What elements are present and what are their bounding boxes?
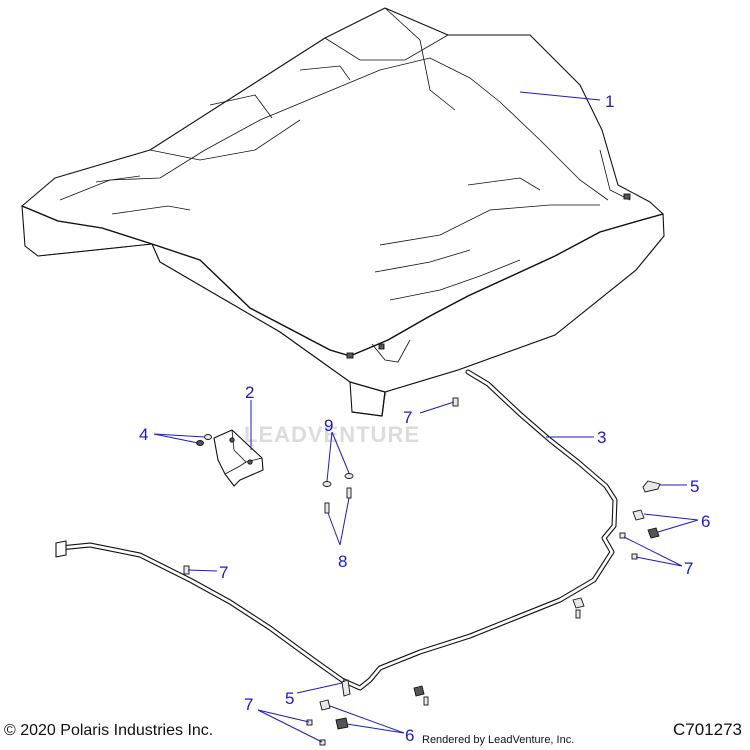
callout-7-left[interactable]: 7 <box>219 563 228 582</box>
clip-6-right[interactable] <box>632 509 660 539</box>
pin-7-bottom[interactable] <box>306 719 326 746</box>
leader-8b <box>339 497 350 546</box>
callout-8[interactable]: 8 <box>338 552 347 571</box>
bolt-5-bottom[interactable] <box>341 679 351 697</box>
bracket-part[interactable] <box>213 429 264 487</box>
leader-7-right-a <box>623 536 683 567</box>
callout-5-right[interactable]: 5 <box>690 477 699 496</box>
callout-7-bottom[interactable]: 7 <box>244 695 253 714</box>
leader-6a <box>643 513 699 521</box>
rendered-by-text: Rendered by LeadVenture, Inc. <box>422 734 575 746</box>
leader-4b <box>153 433 199 444</box>
leader-6d <box>346 723 405 734</box>
leader-6c <box>329 705 405 734</box>
roof-part[interactable] <box>21 7 665 417</box>
leader-7-bottom-a <box>257 709 310 723</box>
leader-9b <box>331 431 350 474</box>
hardware-group <box>183 397 661 746</box>
leader-7-bottom-b <box>257 709 323 743</box>
callout-7-right[interactable]: 7 <box>684 559 693 578</box>
pin-7-right[interactable] <box>619 532 638 560</box>
callout-6-right[interactable]: 6 <box>701 512 710 531</box>
leader-8a <box>327 512 341 546</box>
leader-7-top <box>419 401 455 414</box>
rear-seal-part[interactable] <box>339 369 618 691</box>
leader-6b <box>657 519 699 533</box>
clip-lower-mid[interactable] <box>572 597 585 619</box>
leader-7-left <box>187 569 218 572</box>
callout-7-top[interactable]: 7 <box>403 408 412 427</box>
callout-1[interactable]: 1 <box>605 92 614 111</box>
clip-lower-center[interactable] <box>413 685 429 706</box>
callout-6-bottom[interactable]: 6 <box>405 726 414 745</box>
callout-9[interactable]: 9 <box>324 416 333 435</box>
leader-4a <box>153 433 206 438</box>
leader-7-right-b <box>635 556 683 567</box>
copyright-text: © 2020 Polaris Industries Inc. <box>4 722 214 739</box>
clip-6-bottom[interactable] <box>319 699 349 730</box>
callout-4[interactable]: 4 <box>139 425 148 444</box>
callouts: 1 2 3 4 5 5 6 6 7 7 7 7 8 9 <box>139 91 710 745</box>
callout-3[interactable]: 3 <box>597 428 606 447</box>
diagram-id-text: C701273 <box>672 720 742 739</box>
bolt-5-right[interactable] <box>642 480 661 493</box>
leader-1 <box>519 91 601 101</box>
leader-9a <box>326 431 333 482</box>
washer-9[interactable] <box>322 473 354 487</box>
front-seal-part[interactable] <box>55 540 345 683</box>
callout-5-bottom[interactable]: 5 <box>285 689 294 708</box>
callout-2[interactable]: 2 <box>245 383 254 402</box>
leader-5-bottom <box>296 682 343 694</box>
